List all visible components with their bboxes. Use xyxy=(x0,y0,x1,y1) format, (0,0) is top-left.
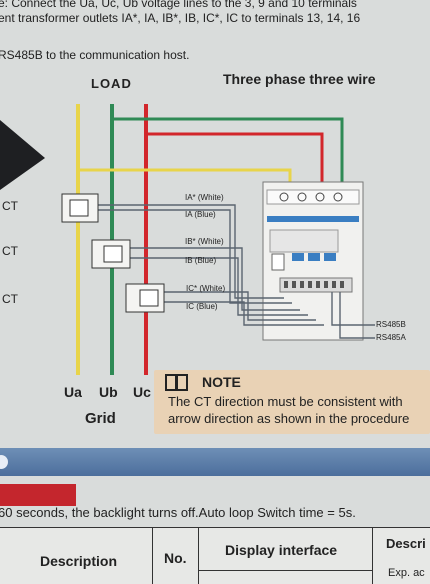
note-text-1: The CT direction must be consistent with xyxy=(168,394,403,409)
table-cell-fragment: Exp. ac xyxy=(388,567,425,579)
ua-connect xyxy=(78,168,292,188)
section-red-bar xyxy=(0,484,76,506)
rs485a-label: RS485A xyxy=(376,333,406,342)
ct-wires xyxy=(98,204,375,339)
ub-connect xyxy=(112,117,344,188)
note-title: NOTE xyxy=(202,374,241,390)
load-label: LOAD xyxy=(91,76,132,91)
instruction-line-1: e: Connect the Ua, Uc, Ub voltage lines … xyxy=(0,0,357,10)
wire-label-ib-star: IB* (White) xyxy=(185,237,224,246)
ct-block-b xyxy=(91,239,131,269)
section-marker xyxy=(0,455,8,469)
note-text-2: arrow direction as shown in the procedur… xyxy=(168,411,410,426)
wire-label-ic-star: IC* (White) xyxy=(186,284,226,293)
uc-connect xyxy=(146,132,324,188)
wire-label-ia-star: IA* (White) xyxy=(185,193,224,202)
ct-block-c xyxy=(125,283,165,313)
table-header-description: Description xyxy=(40,553,118,569)
left-panel-shape xyxy=(0,120,45,190)
table-header-no: No. xyxy=(164,550,187,566)
phase-label-ub: Ub xyxy=(99,384,118,400)
wire-label-ia: IA (Blue) xyxy=(185,210,216,219)
ct-block-a xyxy=(61,193,99,223)
wiring-diagram xyxy=(61,104,375,375)
note-box: NOTE The CT direction must be consistent… xyxy=(154,370,430,434)
instruction-line-3: RS485B to the communication host. xyxy=(0,48,190,62)
ct-label-2: CT xyxy=(2,244,18,258)
rs485b-label: RS485B xyxy=(376,320,406,329)
grid-label: Grid xyxy=(85,410,116,427)
phase-label-ua: Ua xyxy=(64,384,82,400)
instruction-line-2: ent transformer outlets IA*, IA, IB*, IB… xyxy=(0,11,361,25)
wire-label-ic: IC (Blue) xyxy=(186,302,218,311)
backlight-text: 60 seconds, the backlight turns off.Auto… xyxy=(0,505,356,520)
ct-label-3: CT xyxy=(2,292,18,306)
diagram-title: Three phase three wire xyxy=(223,71,376,87)
table-header-display-interface: Display interface xyxy=(225,542,338,558)
ct-label-1: CT xyxy=(2,199,18,213)
book-icon xyxy=(165,374,188,391)
table-header-description-2: Descri xyxy=(386,536,426,551)
phase-label-uc: Uc xyxy=(133,384,151,400)
wire-label-ib: IB (Blue) xyxy=(185,256,217,265)
display-table: Description No. Display interface Descri… xyxy=(0,527,430,584)
section-band xyxy=(0,448,430,476)
